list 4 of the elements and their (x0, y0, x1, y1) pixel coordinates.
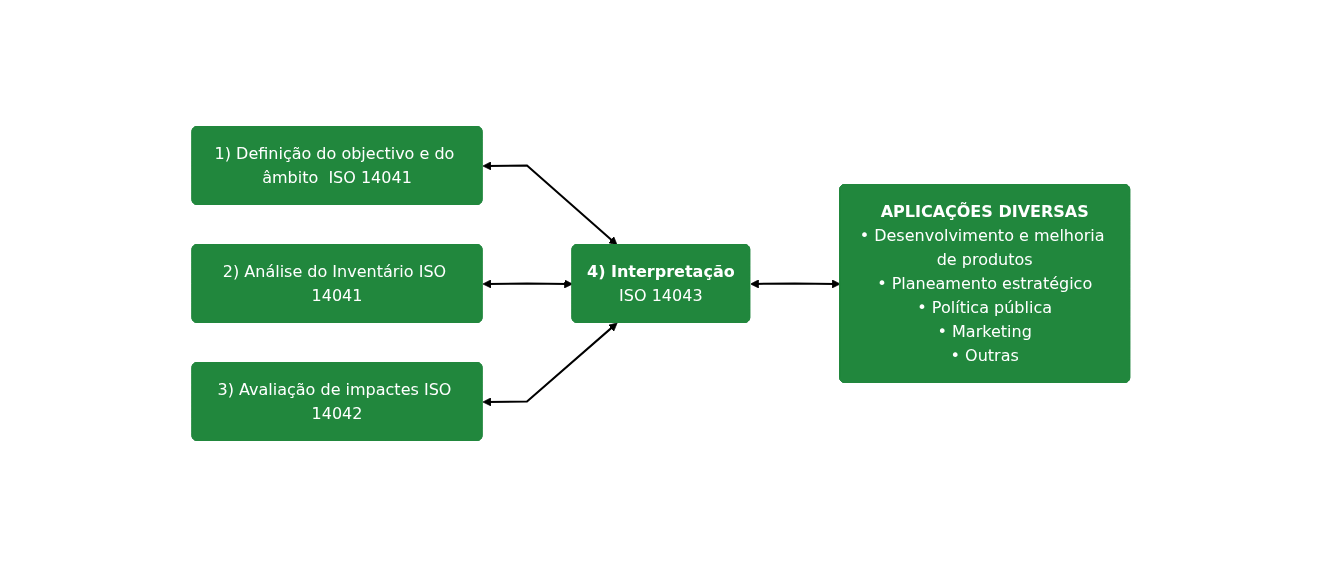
arrow (482, 161, 618, 246)
arrow (482, 322, 618, 407)
arrow (482, 279, 574, 289)
arrow (750, 279, 841, 289)
